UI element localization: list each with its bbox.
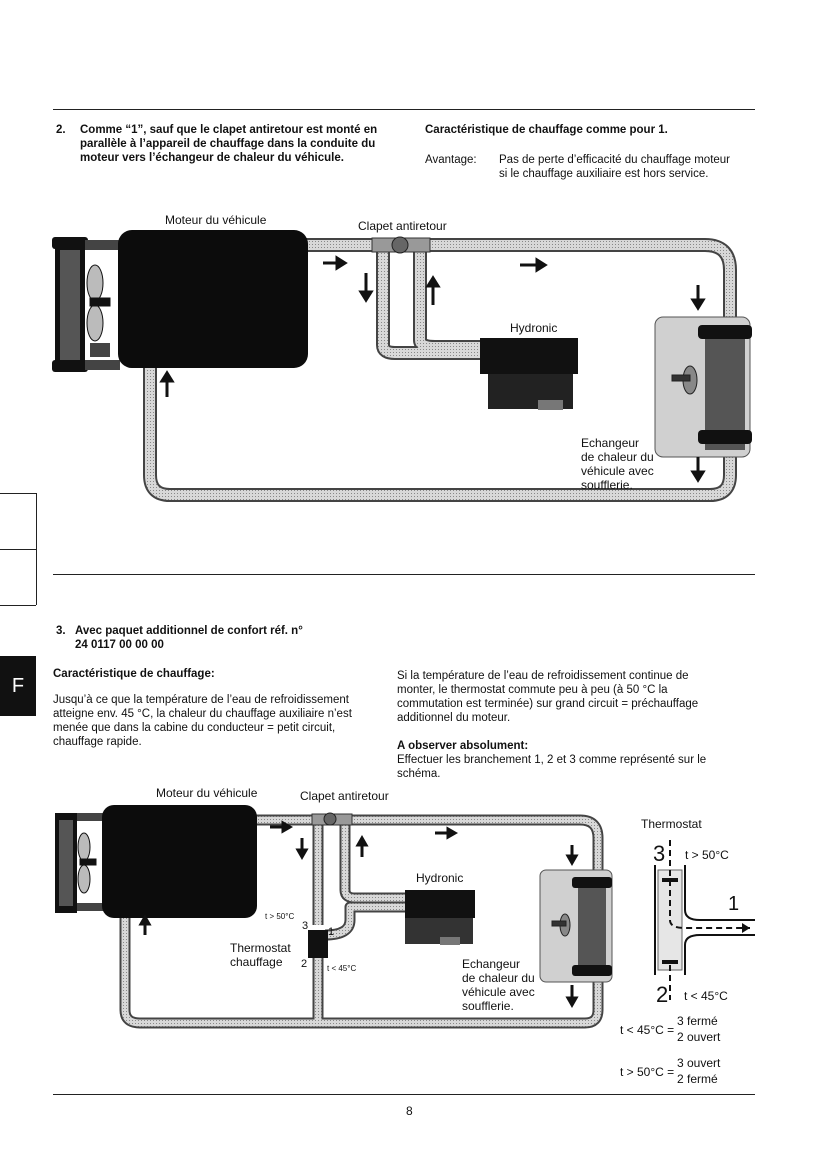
d2-exchanger-line1: Echangeur bbox=[462, 957, 521, 971]
d2-exchanger-line3: véhicule avec bbox=[462, 985, 535, 999]
section2-heading-line3: moteur vers l’échangeur de chaleur du vé… bbox=[80, 152, 344, 164]
right-line2: monter, le thermostat commute peu à peu … bbox=[397, 684, 668, 696]
d2-t-below: t < 45°C bbox=[327, 964, 357, 973]
left-line3: menée que dans la cabine du conducteur =… bbox=[53, 722, 336, 734]
observe-heading: A observer absolument: bbox=[397, 740, 529, 752]
exchanger-fan-icon bbox=[551, 913, 571, 937]
rule-low-condition: t < 45°C = bbox=[620, 1023, 675, 1037]
rule-high-condition: t > 50°C = bbox=[620, 1065, 675, 1079]
d2-t-above: t > 50°C bbox=[265, 912, 295, 921]
arrow-down-icon bbox=[690, 457, 706, 483]
d1-exchanger-line1: Echangeur bbox=[581, 436, 640, 450]
arrow-down-icon bbox=[690, 285, 706, 311]
left-line2: atteigne env. 45 °C, la chaleur du chauf… bbox=[53, 708, 352, 720]
td-port3: 3 bbox=[653, 841, 666, 866]
d1-exchanger-line2: de chaleur du bbox=[581, 450, 654, 464]
rule-low-line2: 2 ouvert bbox=[677, 1030, 721, 1044]
section3-number: 3. bbox=[56, 625, 66, 637]
section2-right-heading: Caractéristique de chauffage comme pour … bbox=[425, 124, 668, 136]
td-port1: 1 bbox=[728, 893, 740, 915]
tab-mark bbox=[0, 549, 36, 550]
left-line4: chauffage rapide. bbox=[53, 736, 142, 748]
td-t-above: t > 50°C bbox=[685, 848, 729, 862]
section2-number: 2. bbox=[56, 124, 66, 136]
page-number: 8 bbox=[406, 1104, 413, 1118]
d2-port2: 2 bbox=[301, 958, 308, 970]
exchanger-fan-icon bbox=[671, 365, 698, 395]
d1-valve-label: Clapet antiretour bbox=[358, 219, 447, 233]
td-t-below: t < 45°C bbox=[684, 989, 728, 1003]
td-port2: 2 bbox=[656, 982, 669, 1007]
right-line4: additionnel du moteur. bbox=[397, 712, 511, 724]
observe-line2: schéma. bbox=[397, 768, 441, 780]
advantage-line2: si le chauffage auxiliaire est hors serv… bbox=[499, 168, 709, 180]
arrow-right-icon bbox=[323, 255, 348, 271]
advantage-line1: Pas de perte d’efficacité du chauffage m… bbox=[499, 154, 731, 166]
arrow-down-icon bbox=[295, 838, 309, 861]
fan-icon bbox=[77, 832, 97, 894]
section-tab: F bbox=[0, 656, 36, 716]
observe-line1: Effectuer les branchement 1, 2 et 3 comm… bbox=[397, 754, 707, 766]
rule-high-line1: 3 ouvert bbox=[677, 1056, 721, 1070]
arrow-down-icon bbox=[565, 985, 579, 1009]
arrow-right-icon bbox=[520, 257, 548, 273]
thermostat-title: Thermostat bbox=[641, 817, 702, 831]
d1-exchanger-line4: soufflerie. bbox=[581, 478, 633, 492]
top-rule bbox=[53, 109, 755, 110]
d2-thermostat-line2: chauffage bbox=[230, 955, 283, 969]
right-line3: commutation est terminée) sur grand circ… bbox=[397, 698, 699, 710]
arrow-right-icon bbox=[435, 826, 459, 840]
d2-exchanger-line2: de chaleur du bbox=[462, 971, 535, 985]
d1-engine-label: Moteur du véhicule bbox=[165, 213, 267, 227]
advantage-label: Avantage: bbox=[425, 154, 477, 166]
arrow-down-icon bbox=[565, 845, 579, 867]
section2-heading-line1: Comme “1”, sauf que le clapet antiretour… bbox=[80, 124, 378, 136]
section3-heading-line2: 24 0117 00 00 00 bbox=[75, 639, 164, 651]
bottom-rule bbox=[53, 1094, 755, 1095]
d2-thermostat-line1: Thermostat bbox=[230, 941, 291, 955]
d2-valve-label: Clapet antiretour bbox=[300, 789, 389, 803]
d1-exchanger-line3: véhicule avec bbox=[581, 464, 654, 478]
arrow-down-icon bbox=[358, 273, 374, 303]
middle-rule bbox=[53, 574, 755, 575]
d2-engine-label: Moteur du véhicule bbox=[156, 786, 258, 800]
rule-low-line1: 3 fermé bbox=[677, 1014, 718, 1028]
rule-high-line2: 2 fermé bbox=[677, 1072, 718, 1086]
arrow-up-icon bbox=[425, 275, 441, 305]
tab-mark bbox=[0, 493, 36, 494]
diagram-1 bbox=[52, 230, 752, 502]
tab-mark bbox=[0, 605, 36, 606]
section2-heading-line2: parallèle à l’appareil de chauffage dans… bbox=[80, 138, 376, 150]
arrow-up-icon bbox=[138, 913, 152, 935]
left-line1: Jusqu’à ce que la température de l’eau d… bbox=[53, 694, 349, 706]
d2-port1: 1 bbox=[328, 926, 335, 938]
arrow-right-icon bbox=[270, 820, 294, 834]
tab-vertical bbox=[36, 493, 37, 605]
d2-exchanger-line4: soufflerie. bbox=[462, 999, 514, 1013]
fan-icon bbox=[86, 264, 111, 342]
char-heading: Caractéristique de chauffage: bbox=[53, 668, 215, 680]
section3-heading-line1: Avec paquet additionnel de confort réf. … bbox=[75, 625, 303, 637]
arrow-right-icon bbox=[742, 923, 750, 933]
d2-hydronic-label: Hydronic bbox=[416, 871, 464, 885]
thermostat-diagram bbox=[654, 840, 755, 1000]
right-line1: Si la température de l’eau de refroidiss… bbox=[397, 670, 689, 682]
arrow-up-icon bbox=[159, 370, 175, 397]
arrow-up-icon bbox=[355, 834, 369, 857]
d2-port3: 3 bbox=[302, 920, 309, 932]
diagram-2 bbox=[55, 805, 613, 1029]
d1-hydronic-label: Hydronic bbox=[510, 321, 558, 335]
